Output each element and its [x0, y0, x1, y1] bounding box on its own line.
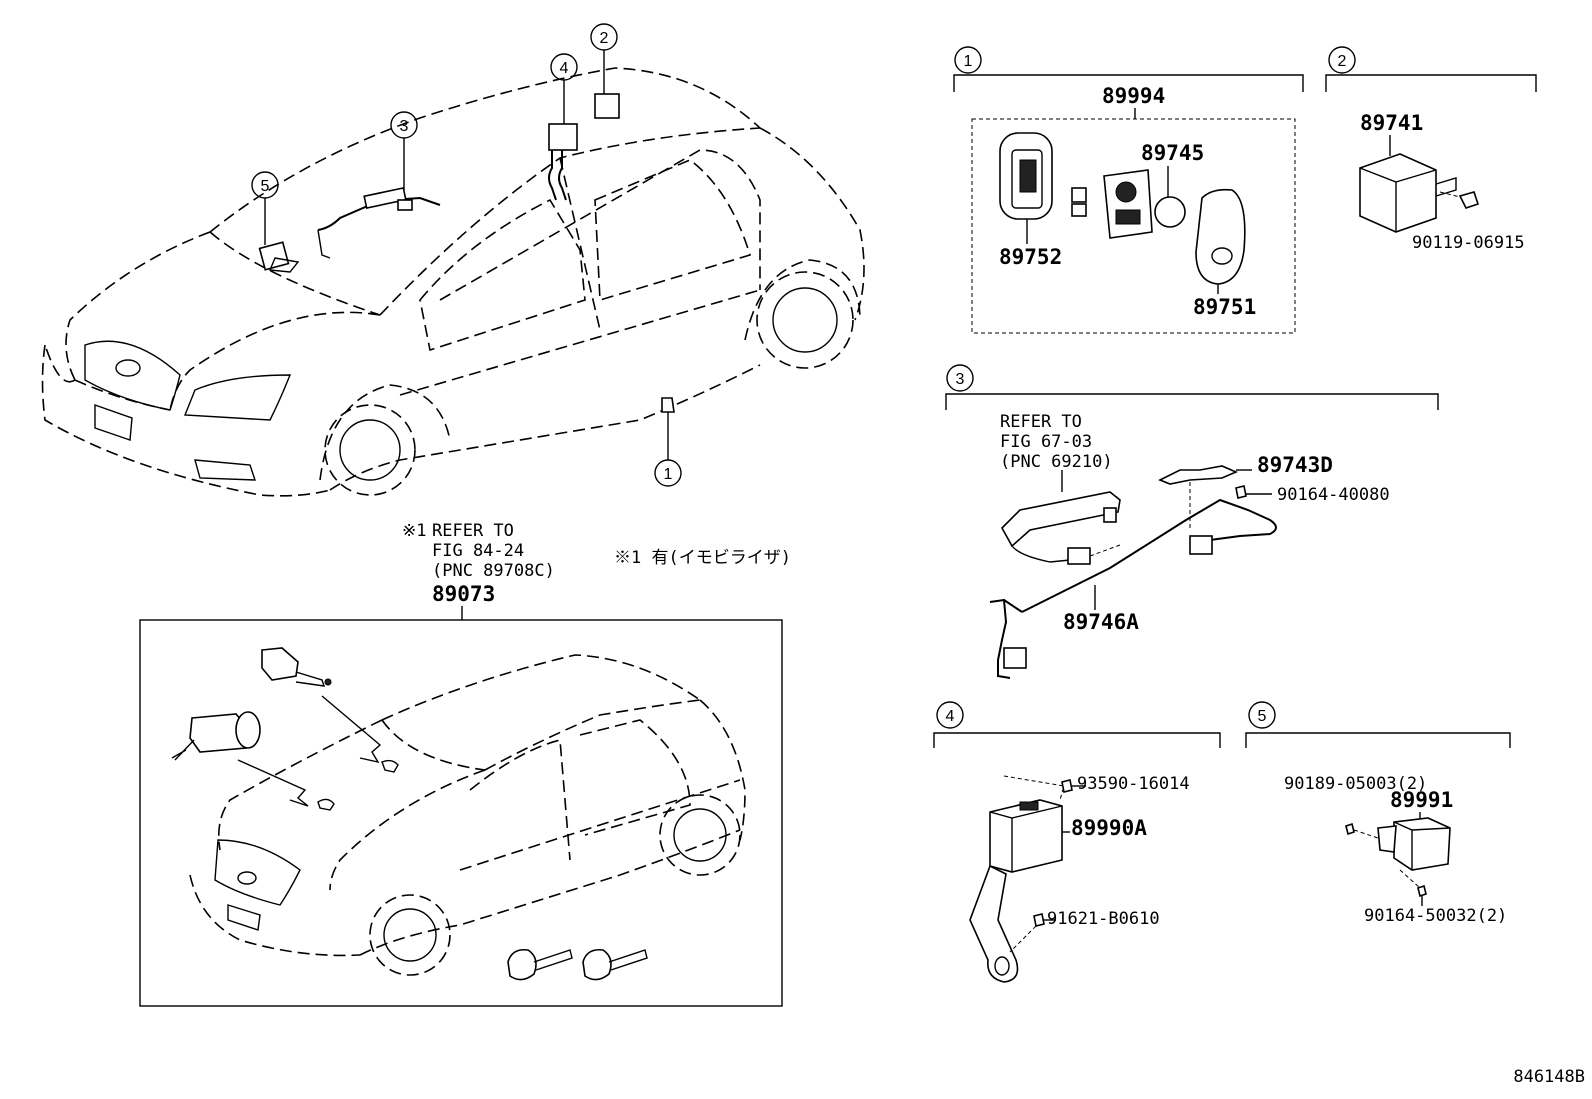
group-3-bracket	[945, 393, 1439, 410]
group-4-parts-drawing	[969, 775, 1086, 983]
part-number-89991: 89991	[1390, 788, 1453, 812]
group-2-bracket	[1325, 74, 1537, 92]
callout-3-overview: 3	[390, 111, 418, 139]
callout-3-overview-label: 3	[400, 118, 409, 135]
callout-2-group: 2	[1328, 46, 1356, 74]
callout-2-overview: 2	[590, 23, 618, 51]
group-1-bracket	[953, 74, 1304, 92]
group-3-refer-line-2: FIG 67-03	[1000, 432, 1092, 452]
refer-to-line-2: FIG 84-24	[432, 541, 524, 561]
overview-car-drawing	[41, 50, 865, 497]
group-1-frame	[971, 118, 1296, 334]
part-number-90164-40080: 90164-40080	[1277, 485, 1390, 505]
group-5-number: 5	[1258, 708, 1267, 725]
inset-car-drawing	[171, 647, 746, 981]
callout-5-overview-label: 5	[261, 178, 270, 195]
part-number-89073: 89073	[432, 582, 495, 606]
callout-2-overview-label: 2	[600, 30, 609, 47]
part-number-90189-05003: 90189-05003(2)	[1284, 774, 1427, 794]
group-5-parts-drawing	[1345, 812, 1451, 906]
part-number-93590-16014: 93590-16014	[1077, 774, 1190, 794]
group-2-number: 2	[1338, 53, 1347, 70]
immobilizer-footnote: ※1 有(イモビライザ)	[614, 548, 791, 568]
callout-4-overview-label: 4	[560, 60, 569, 77]
part-number-89743D: 89743D	[1257, 453, 1333, 477]
part-number-89990A: 89990A	[1071, 816, 1147, 840]
callout-4-overview: 4	[550, 53, 578, 81]
inset-89073-frame	[139, 619, 783, 1007]
figure-code: 846148B	[1513, 1067, 1585, 1087]
callout-5-overview: 5	[251, 171, 279, 199]
callout-4-group: 4	[936, 701, 964, 729]
part-number-89752: 89752	[999, 245, 1062, 269]
note-mark: ※1	[402, 521, 426, 541]
part-number-89745: 89745	[1141, 141, 1204, 165]
callout-1-overview: 1	[654, 459, 682, 487]
group-4-number: 4	[946, 708, 955, 725]
group-3-refer-line-1: REFER TO	[1000, 412, 1082, 432]
group-1-parts-drawing	[999, 132, 1246, 294]
group-3-refer-line-3: (PNC 69210)	[1000, 452, 1113, 472]
group-1-number: 1	[964, 53, 973, 70]
group-3-number: 3	[956, 371, 965, 388]
part-number-89746A: 89746A	[1063, 610, 1139, 634]
group-2-parts-drawing	[1359, 135, 1480, 233]
callout-3-group: 3	[946, 364, 974, 392]
group-4-bracket	[933, 732, 1221, 748]
part-number-89994: 89994	[1102, 84, 1165, 108]
callout-1-group: 1	[954, 46, 982, 74]
part-number-90119-06915: 90119-06915	[1412, 233, 1525, 253]
callout-1-overview-label: 1	[664, 466, 673, 483]
group-3-parts-drawing	[989, 465, 1277, 679]
refer-to-line-1: REFER TO	[432, 521, 514, 541]
part-number-89751: 89751	[1193, 295, 1256, 319]
part-number-89741: 89741	[1360, 111, 1423, 135]
refer-to-line-3: (PNC 89708C)	[432, 561, 555, 581]
part-number-90164-50032: 90164-50032(2)	[1364, 906, 1507, 926]
callout-5-group: 5	[1248, 701, 1276, 729]
part-number-91621-B0610: 91621-B0610	[1047, 909, 1160, 929]
group-5-bracket	[1245, 732, 1511, 748]
